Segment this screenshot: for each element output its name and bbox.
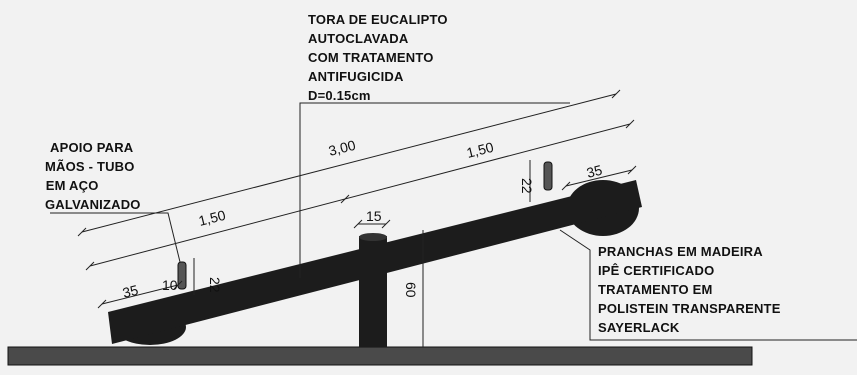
planks-leader <box>559 229 857 341</box>
dim-handle-height-left: 22 <box>207 277 223 293</box>
dim-line-lower <box>89 123 631 267</box>
handle-note-line-2: MÃOS - TUBO <box>45 159 135 174</box>
dim-half-right: 1,50 <box>465 139 496 161</box>
handle-note-line-4: GALVANIZADO <box>45 197 141 212</box>
planks-note-line-4: POLISTEIN TRANSPARENTE <box>598 301 781 316</box>
dimension-ticks <box>77 89 637 309</box>
log-note-line-2: AUTOCLAVADA <box>308 31 409 46</box>
dim-line-seat-left <box>101 284 179 305</box>
dim-line-seat-right <box>565 169 633 187</box>
dim-half-left: 1,50 <box>197 207 228 229</box>
dim-handle-offset: 10 <box>162 277 178 293</box>
center-post <box>359 236 387 347</box>
handle-annotation: APOIO PARA MÃOS - TUBO EM AÇO GALVANIZAD… <box>42 140 141 212</box>
dim-seat-left: 35 <box>121 282 140 301</box>
handle-note-line-3: EM AÇO <box>42 178 99 193</box>
dim-seat-right: 35 <box>585 162 604 181</box>
planks-note-line-5: SAYERLACK <box>598 320 680 335</box>
dim-line-upper <box>81 93 617 233</box>
post-top <box>359 233 387 241</box>
handle-note-line-1: APOIO PARA <box>50 140 134 155</box>
log-note-line-5: D=0.15cm <box>308 88 371 103</box>
ground-slab <box>7 346 753 366</box>
left-handle <box>177 261 187 290</box>
dim-handle-height-right: 22 <box>519 178 535 194</box>
planks-note-line-3: TRATAMENTO EM <box>598 282 713 297</box>
log-note-line-4: ANTIFUGICIDA <box>308 69 404 84</box>
log-annotation: TORA DE EUCALIPTO AUTOCLAVADA COM TRATAM… <box>308 12 448 103</box>
handle-leader <box>50 212 181 263</box>
log-note-line-3: COM TRATAMENTO <box>308 50 434 65</box>
log-leader <box>299 102 570 278</box>
dim-total-length: 3,00 <box>327 137 358 159</box>
planks-annotation: PRANCHAS EM MADEIRA IPÊ CERTIFICADO TRAT… <box>598 244 781 335</box>
log-note-line-1: TORA DE EUCALIPTO <box>308 12 448 27</box>
planks-note-line-1: PRANCHAS EM MADEIRA <box>598 244 763 259</box>
right-handle <box>543 161 553 191</box>
planks-note-line-2: IPÊ CERTIFICADO <box>598 263 714 278</box>
dim-post-diameter: 15 <box>366 208 382 224</box>
dim-post-height: 60 <box>403 282 419 298</box>
